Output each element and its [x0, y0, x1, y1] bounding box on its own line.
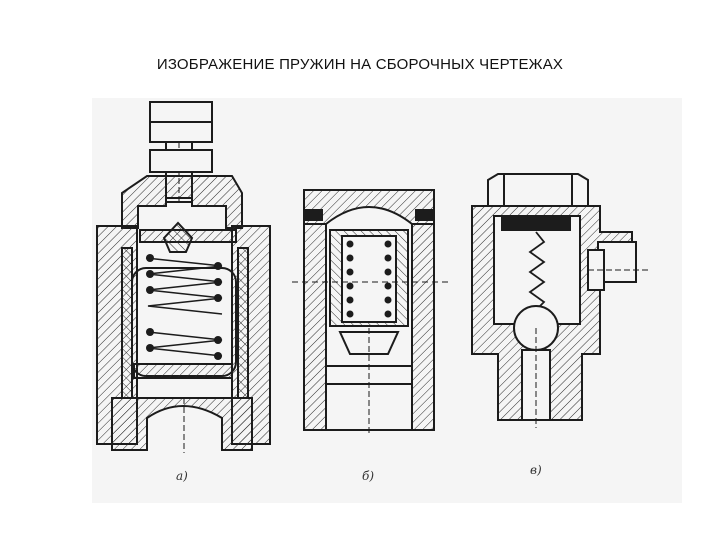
figure-a-safety-valve — [96, 101, 271, 453]
spring-coils — [528, 231, 546, 311]
figure-c-ball-valve — [471, 173, 648, 428]
figure-a-caption: а) — [176, 469, 188, 483]
figure-b-check-valve — [292, 189, 448, 434]
spring-assembly-drawings: а) б) — [92, 98, 682, 503]
spring-section-dots — [346, 240, 392, 318]
seal-left — [303, 209, 323, 221]
figure-b-caption: б) — [362, 469, 374, 483]
figure-c-caption: в) — [530, 463, 542, 477]
right-wall — [411, 223, 435, 431]
spring-cavity — [341, 235, 397, 323]
body-left-wall — [121, 247, 133, 399]
top-cover — [121, 175, 243, 229]
valve-head — [162, 221, 194, 253]
spring-section-dots — [146, 254, 222, 360]
slide-title: ИЗОБРАЖЕНИЕ ПРУЖИН НА СБОРОЧНЫХ ЧЕРТЕЖАХ — [156, 56, 564, 73]
seal-right — [415, 209, 435, 221]
lock-nut — [149, 149, 213, 173]
body-right-wall — [237, 247, 249, 399]
bottom-fitting — [111, 397, 253, 451]
spring-retainer — [501, 215, 571, 231]
lower-plate — [133, 363, 233, 379]
spring-coils — [145, 257, 223, 315]
left-wall — [303, 223, 327, 431]
